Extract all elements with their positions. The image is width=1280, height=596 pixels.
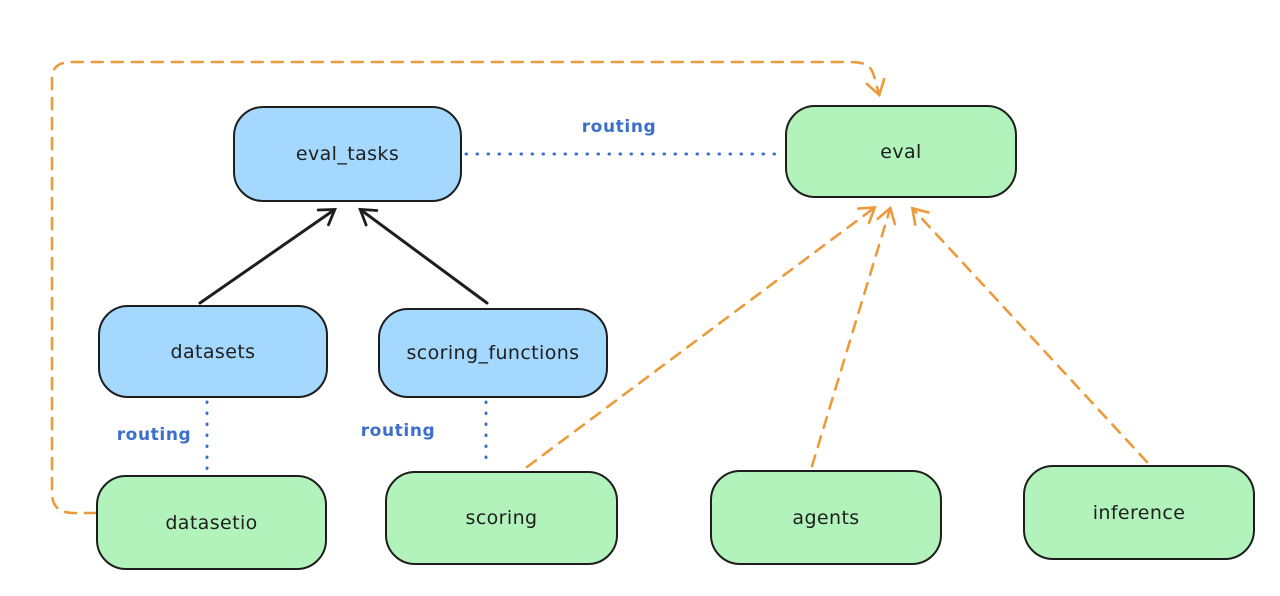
node-scoring-functions: scoring_functions <box>378 308 608 398</box>
node-datasetio: datasetio <box>96 475 327 570</box>
node-inference-label: inference <box>1092 501 1186 524</box>
edge-datasets-to-eval-tasks <box>198 207 337 305</box>
node-scoring: scoring <box>385 471 618 565</box>
routing-label-datasets-datasetio: routing <box>116 425 192 445</box>
edge-inference-to-eval <box>910 206 1149 464</box>
node-eval-tasks: eval_tasks <box>233 106 462 202</box>
routing-label-scoring-functions-scoring: routing <box>360 421 436 441</box>
node-agents-label: agents <box>792 506 860 529</box>
edge-agents-to-eval <box>810 205 897 468</box>
node-datasetio-label: datasetio <box>165 511 258 534</box>
node-datasets-label: datasets <box>170 340 256 363</box>
edge-scoring-functions-to-eval-tasks <box>358 207 489 305</box>
node-scoring-label: scoring <box>465 507 538 529</box>
node-eval-tasks-label: eval_tasks <box>295 143 400 165</box>
routing-label-eval-tasks-eval: routing <box>581 117 657 137</box>
node-scoring-functions-label: scoring_functions <box>406 342 580 364</box>
edge-scoring-to-eval <box>525 205 877 469</box>
edge-datasetio-to-eval-loop <box>50 60 886 515</box>
node-datasets: datasets <box>98 305 328 398</box>
node-eval-label: eval <box>880 140 922 163</box>
node-agents: agents <box>710 470 942 565</box>
node-inference: inference <box>1023 465 1255 560</box>
node-eval: eval <box>785 105 1017 198</box>
